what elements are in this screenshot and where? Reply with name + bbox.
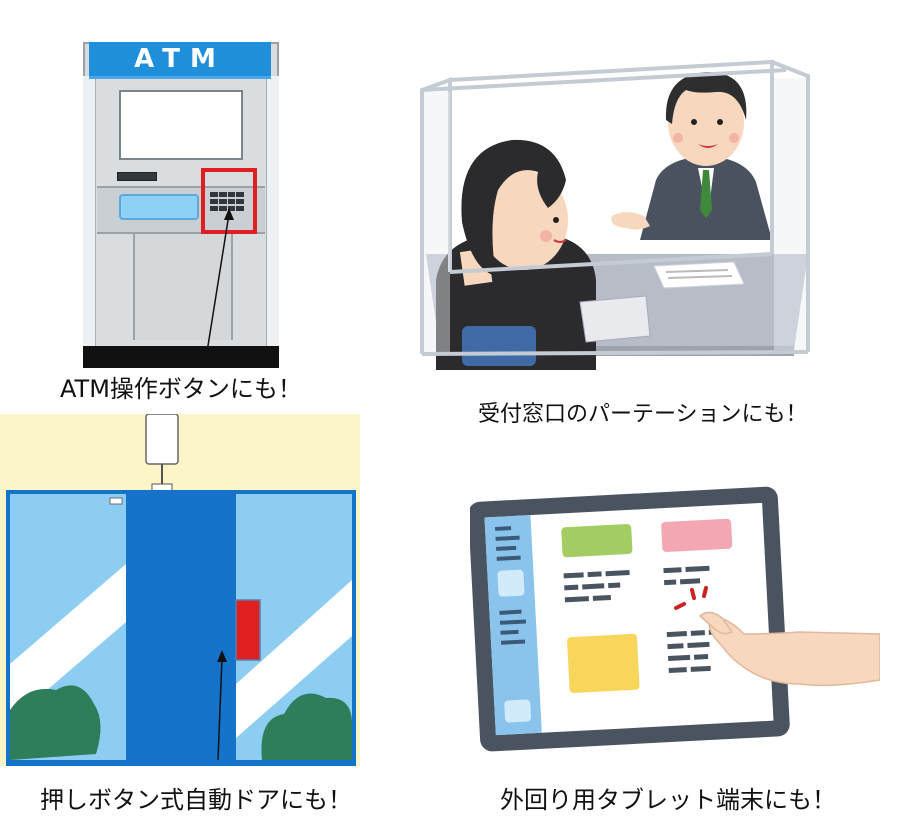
tap-marks (674, 586, 708, 610)
door-push-button (235, 599, 261, 661)
pink-card (661, 518, 733, 553)
atm-card-slot (117, 172, 157, 181)
green-card (561, 524, 633, 558)
chair (462, 326, 536, 366)
atm-caption: ATM操作ボタンにも！ (60, 375, 302, 403)
left-glass-panel (10, 494, 126, 760)
tablet-caption: 外回り用タブレット端末にも！ (500, 786, 836, 814)
atm-keypad (210, 192, 244, 218)
tablet-illustration (470, 486, 880, 752)
reception-caption: 受付窓口のパーテーションにも！ (478, 402, 808, 427)
atm-base (83, 346, 279, 368)
atm-cash-slot (119, 194, 199, 220)
clerk-figure (611, 72, 772, 240)
door-pointer-arrow (217, 657, 223, 761)
atm-lower-panel (133, 234, 233, 340)
atm-screen (119, 90, 243, 160)
yellow-card (567, 633, 640, 694)
center-door (128, 494, 232, 760)
pointing-hand (698, 611, 880, 687)
atm-illustration: ATM (83, 42, 279, 368)
atm-button-highlight (201, 168, 257, 234)
acrylic-partition (420, 59, 810, 356)
door-caption: 押しボタン式自動ドアにも！ (40, 786, 352, 814)
tablet-sidebar (484, 515, 542, 736)
atm-header-label: ATM (89, 42, 271, 79)
right-glass-panel (236, 494, 352, 760)
automatic-door-illustration (0, 414, 360, 766)
reception-partition-illustration (420, 59, 810, 370)
atm-pointer-arrow (206, 208, 234, 353)
tablet-screen (484, 502, 774, 736)
